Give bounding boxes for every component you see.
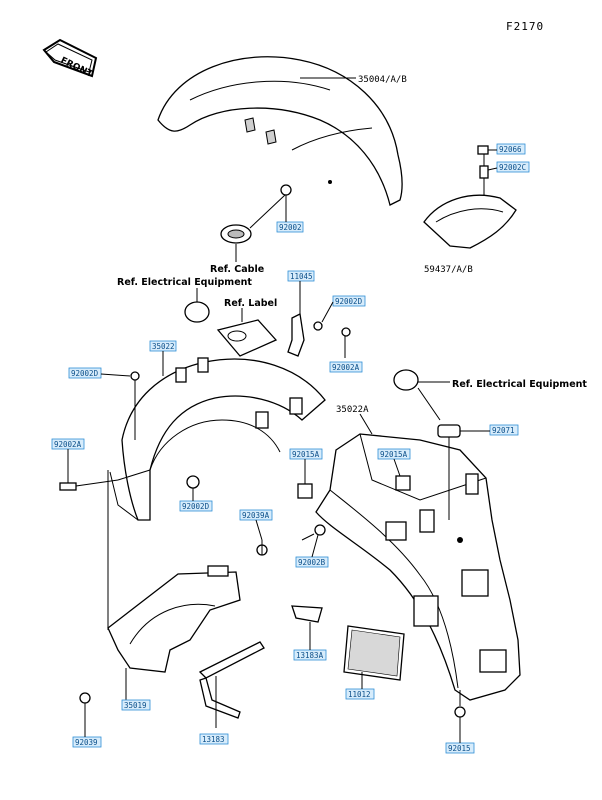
svg-text:92002: 92002 — [279, 223, 302, 232]
svg-text:92039: 92039 — [75, 738, 98, 747]
nut-92015 — [454, 706, 466, 718]
part-tag-92002a-left[interactable]: 92002A — [51, 438, 85, 450]
part-tag-92002a-mid[interactable]: 92002A — [329, 361, 363, 373]
svg-text:92002C: 92002C — [499, 163, 526, 172]
part-tag-11012[interactable]: 11012 — [345, 688, 375, 700]
svg-text:92039A: 92039A — [242, 511, 270, 520]
bracket-11045 — [287, 313, 351, 357]
grommet-92071 — [437, 424, 461, 438]
svg-text:35019: 35019 — [124, 701, 147, 710]
svg-text:92002A: 92002A — [332, 363, 360, 372]
stay-13183 — [198, 641, 265, 719]
front-arrow-icon: FRONT — [42, 38, 98, 80]
bolt-left-top — [130, 371, 140, 392]
electrical-cap-right — [393, 369, 419, 391]
part-tag-92015a-b[interactable]: 92015A — [377, 448, 411, 460]
part-tag-92002[interactable]: 92002 — [276, 221, 304, 233]
svg-text:13183: 13183 — [202, 735, 225, 744]
part-tag-92066[interactable]: 92066 — [496, 143, 526, 155]
svg-text:92002D: 92002D — [335, 297, 363, 306]
label-rear-fender: 35022A — [336, 405, 369, 415]
svg-text:92015A: 92015A — [292, 450, 320, 459]
part-tag-92002b[interactable]: 92002B — [295, 556, 329, 568]
grommet — [220, 224, 252, 244]
bolt-92002b — [301, 524, 326, 541]
label-rear-cover: 59437/A/B — [424, 265, 473, 275]
ref-cable: Ref. Cable — [210, 264, 264, 275]
front-fender — [157, 56, 403, 206]
svg-text:92002B: 92002B — [298, 558, 326, 567]
ref-electrical-right: Ref. Electrical Equipment — [452, 379, 587, 390]
part-tag-92071[interactable]: 92071 — [489, 424, 519, 436]
svg-text:92071: 92071 — [492, 426, 515, 435]
bolt-92039a — [256, 540, 268, 556]
bracket-13183a — [291, 605, 323, 623]
bolt-92039 — [79, 692, 91, 718]
part-tag-92002d-top[interactable]: 92002D — [332, 295, 366, 307]
part-tag-35019[interactable]: 35019 — [121, 699, 151, 711]
ref-electrical-left: Ref. Electrical Equipment — [117, 277, 252, 288]
part-tag-92002d-left[interactable]: 92002D — [68, 367, 102, 379]
bolt-92002 — [280, 184, 292, 208]
svg-text:92002D: 92002D — [182, 502, 210, 511]
svg-text:35022: 35022 — [152, 342, 175, 351]
part-tag-11045[interactable]: 11045 — [287, 270, 315, 282]
part-tag-92015a-a[interactable]: 92015A — [289, 448, 323, 460]
inner-fender — [109, 357, 326, 521]
svg-text:92015: 92015 — [448, 744, 471, 753]
part-tag-35022[interactable]: 35022 — [149, 340, 177, 352]
bracket-35019 — [107, 565, 241, 673]
part-tag-92015[interactable]: 92015 — [445, 742, 475, 754]
part-tag-13183a[interactable]: 13183A — [293, 649, 327, 661]
svg-text:92002D: 92002D — [71, 369, 99, 378]
svg-text:92002A: 92002A — [54, 440, 82, 449]
label-plate — [216, 319, 278, 357]
part-tag-92002c[interactable]: 92002C — [496, 161, 530, 173]
electrical-cap-left — [184, 301, 210, 323]
nut-left — [186, 475, 200, 489]
bolt-left-mid — [59, 482, 77, 491]
rear-fender — [315, 433, 521, 701]
svg-text:13183A: 13183A — [296, 651, 324, 660]
clip-92015a — [297, 483, 313, 499]
svg-text:92066: 92066 — [499, 145, 522, 154]
part-tag-13183[interactable]: 13183 — [199, 733, 229, 745]
reflector-11012 — [343, 625, 405, 681]
part-tag-92039[interactable]: 92039 — [72, 736, 102, 748]
part-tag-92039a[interactable]: 92039A — [239, 509, 273, 521]
svg-text:11045: 11045 — [290, 272, 313, 281]
figure-code: F2170 — [506, 20, 545, 33]
rear-cover — [423, 145, 517, 249]
part-tag-92002d-mid[interactable]: 92002D — [179, 500, 213, 512]
svg-text:11012: 11012 — [348, 690, 371, 699]
ref-label: Ref. Label — [224, 298, 277, 309]
label-front-fender: 35004/A/B — [358, 75, 407, 85]
svg-text:92015A: 92015A — [380, 450, 408, 459]
